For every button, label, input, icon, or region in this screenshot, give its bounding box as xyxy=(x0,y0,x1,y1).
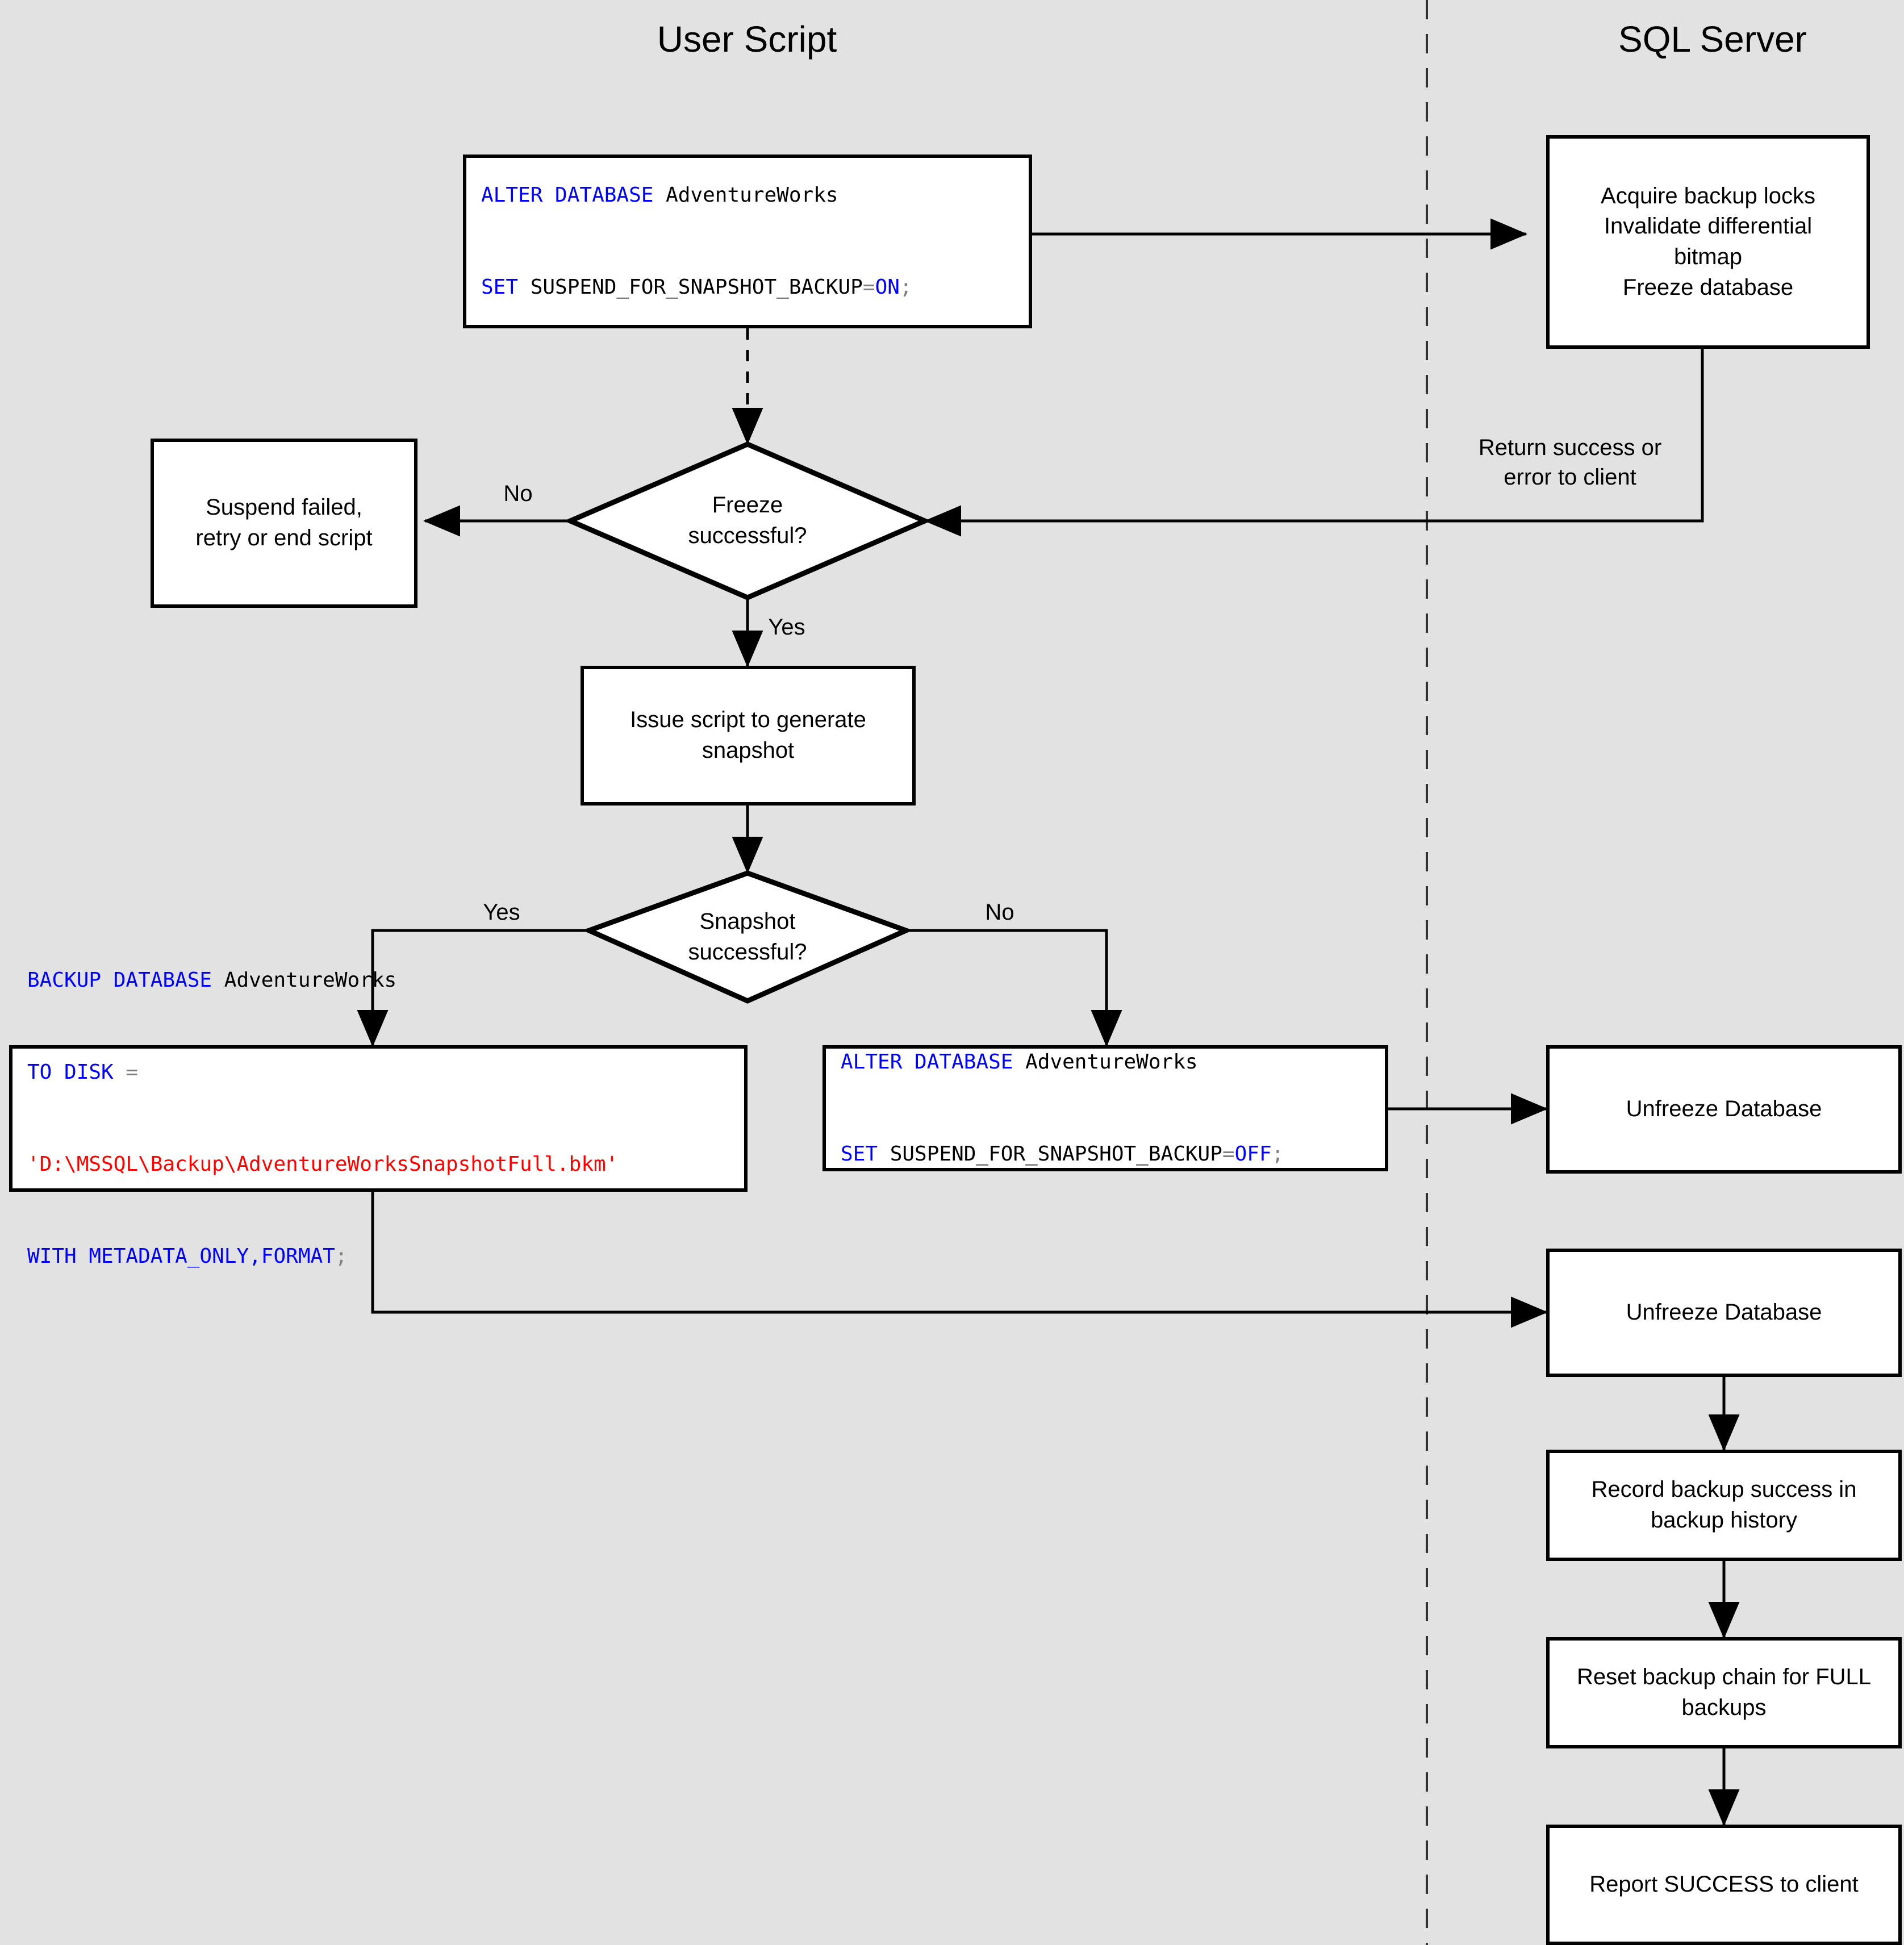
node-suspend-failed-label: Suspend failed, retry or end script xyxy=(195,495,373,550)
node-issue-script[interactable]: Issue script to generate snapshot xyxy=(581,666,916,805)
node-acquire-backup-locks-label: Acquire backup locks Invalidate differen… xyxy=(1601,183,1815,300)
node-issue-script-label: Issue script to generate snapshot xyxy=(630,707,866,763)
node-unfreeze-database-1[interactable]: Unfreeze Database xyxy=(1546,1045,1902,1174)
lane-title-user-script: User Script xyxy=(657,19,837,60)
node-report-success[interactable]: Report SUCCESS to client xyxy=(1546,1825,1902,1945)
node-unfreeze-database-2-label: Unfreeze Database xyxy=(1626,1300,1822,1325)
node-acquire-backup-locks[interactable]: Acquire backup locks Invalidate differen… xyxy=(1546,135,1870,349)
node-unfreeze-database-2[interactable]: Unfreeze Database xyxy=(1546,1249,1902,1377)
node-suspend-failed[interactable]: Suspend failed, retry or end script xyxy=(151,439,417,608)
node-freeze-decision[interactable]: Freeze successful? xyxy=(570,444,925,598)
edge-label-snapshot-yes: Yes xyxy=(483,900,520,925)
node-unfreeze-database-1-label: Unfreeze Database xyxy=(1626,1096,1822,1122)
edge-label-snapshot-no: No xyxy=(985,900,1014,925)
edge-label-return-status: Return success or error to client xyxy=(1478,435,1662,490)
lane-title-sql-server: SQL Server xyxy=(1618,19,1807,60)
node-backup-database[interactable]: BACKUP DATABASE AdventureWorks TO DISK =… xyxy=(9,969,748,1268)
node-freeze-decision-label: Freeze successful? xyxy=(688,492,807,548)
node-report-success-label: Report SUCCESS to client xyxy=(1589,1872,1859,1897)
node-reset-backup-chain-label: Reset backup chain for FULL backups xyxy=(1576,1664,1872,1720)
node-snapshot-decision[interactable]: Snapshot successful? xyxy=(589,873,906,1001)
node-alter-database-on[interactable]: ALTER DATABASE AdventureWorks SET SUSPEN… xyxy=(463,155,1032,328)
node-reset-backup-chain[interactable]: Reset backup chain for FULL backups xyxy=(1546,1637,1902,1748)
edge-label-freeze-yes: Yes xyxy=(768,615,805,640)
node-record-backup-success[interactable]: Record backup success in backup history xyxy=(1546,1450,1902,1561)
node-snapshot-decision-label: Snapshot successful? xyxy=(688,908,807,965)
edge-label-freeze-no: No xyxy=(503,481,533,506)
node-record-backup-success-label: Record backup success in backup history xyxy=(1591,1477,1857,1533)
node-alter-database-off[interactable]: ALTER DATABASE AdventureWorks SET SUSPEN… xyxy=(822,1045,1388,1171)
